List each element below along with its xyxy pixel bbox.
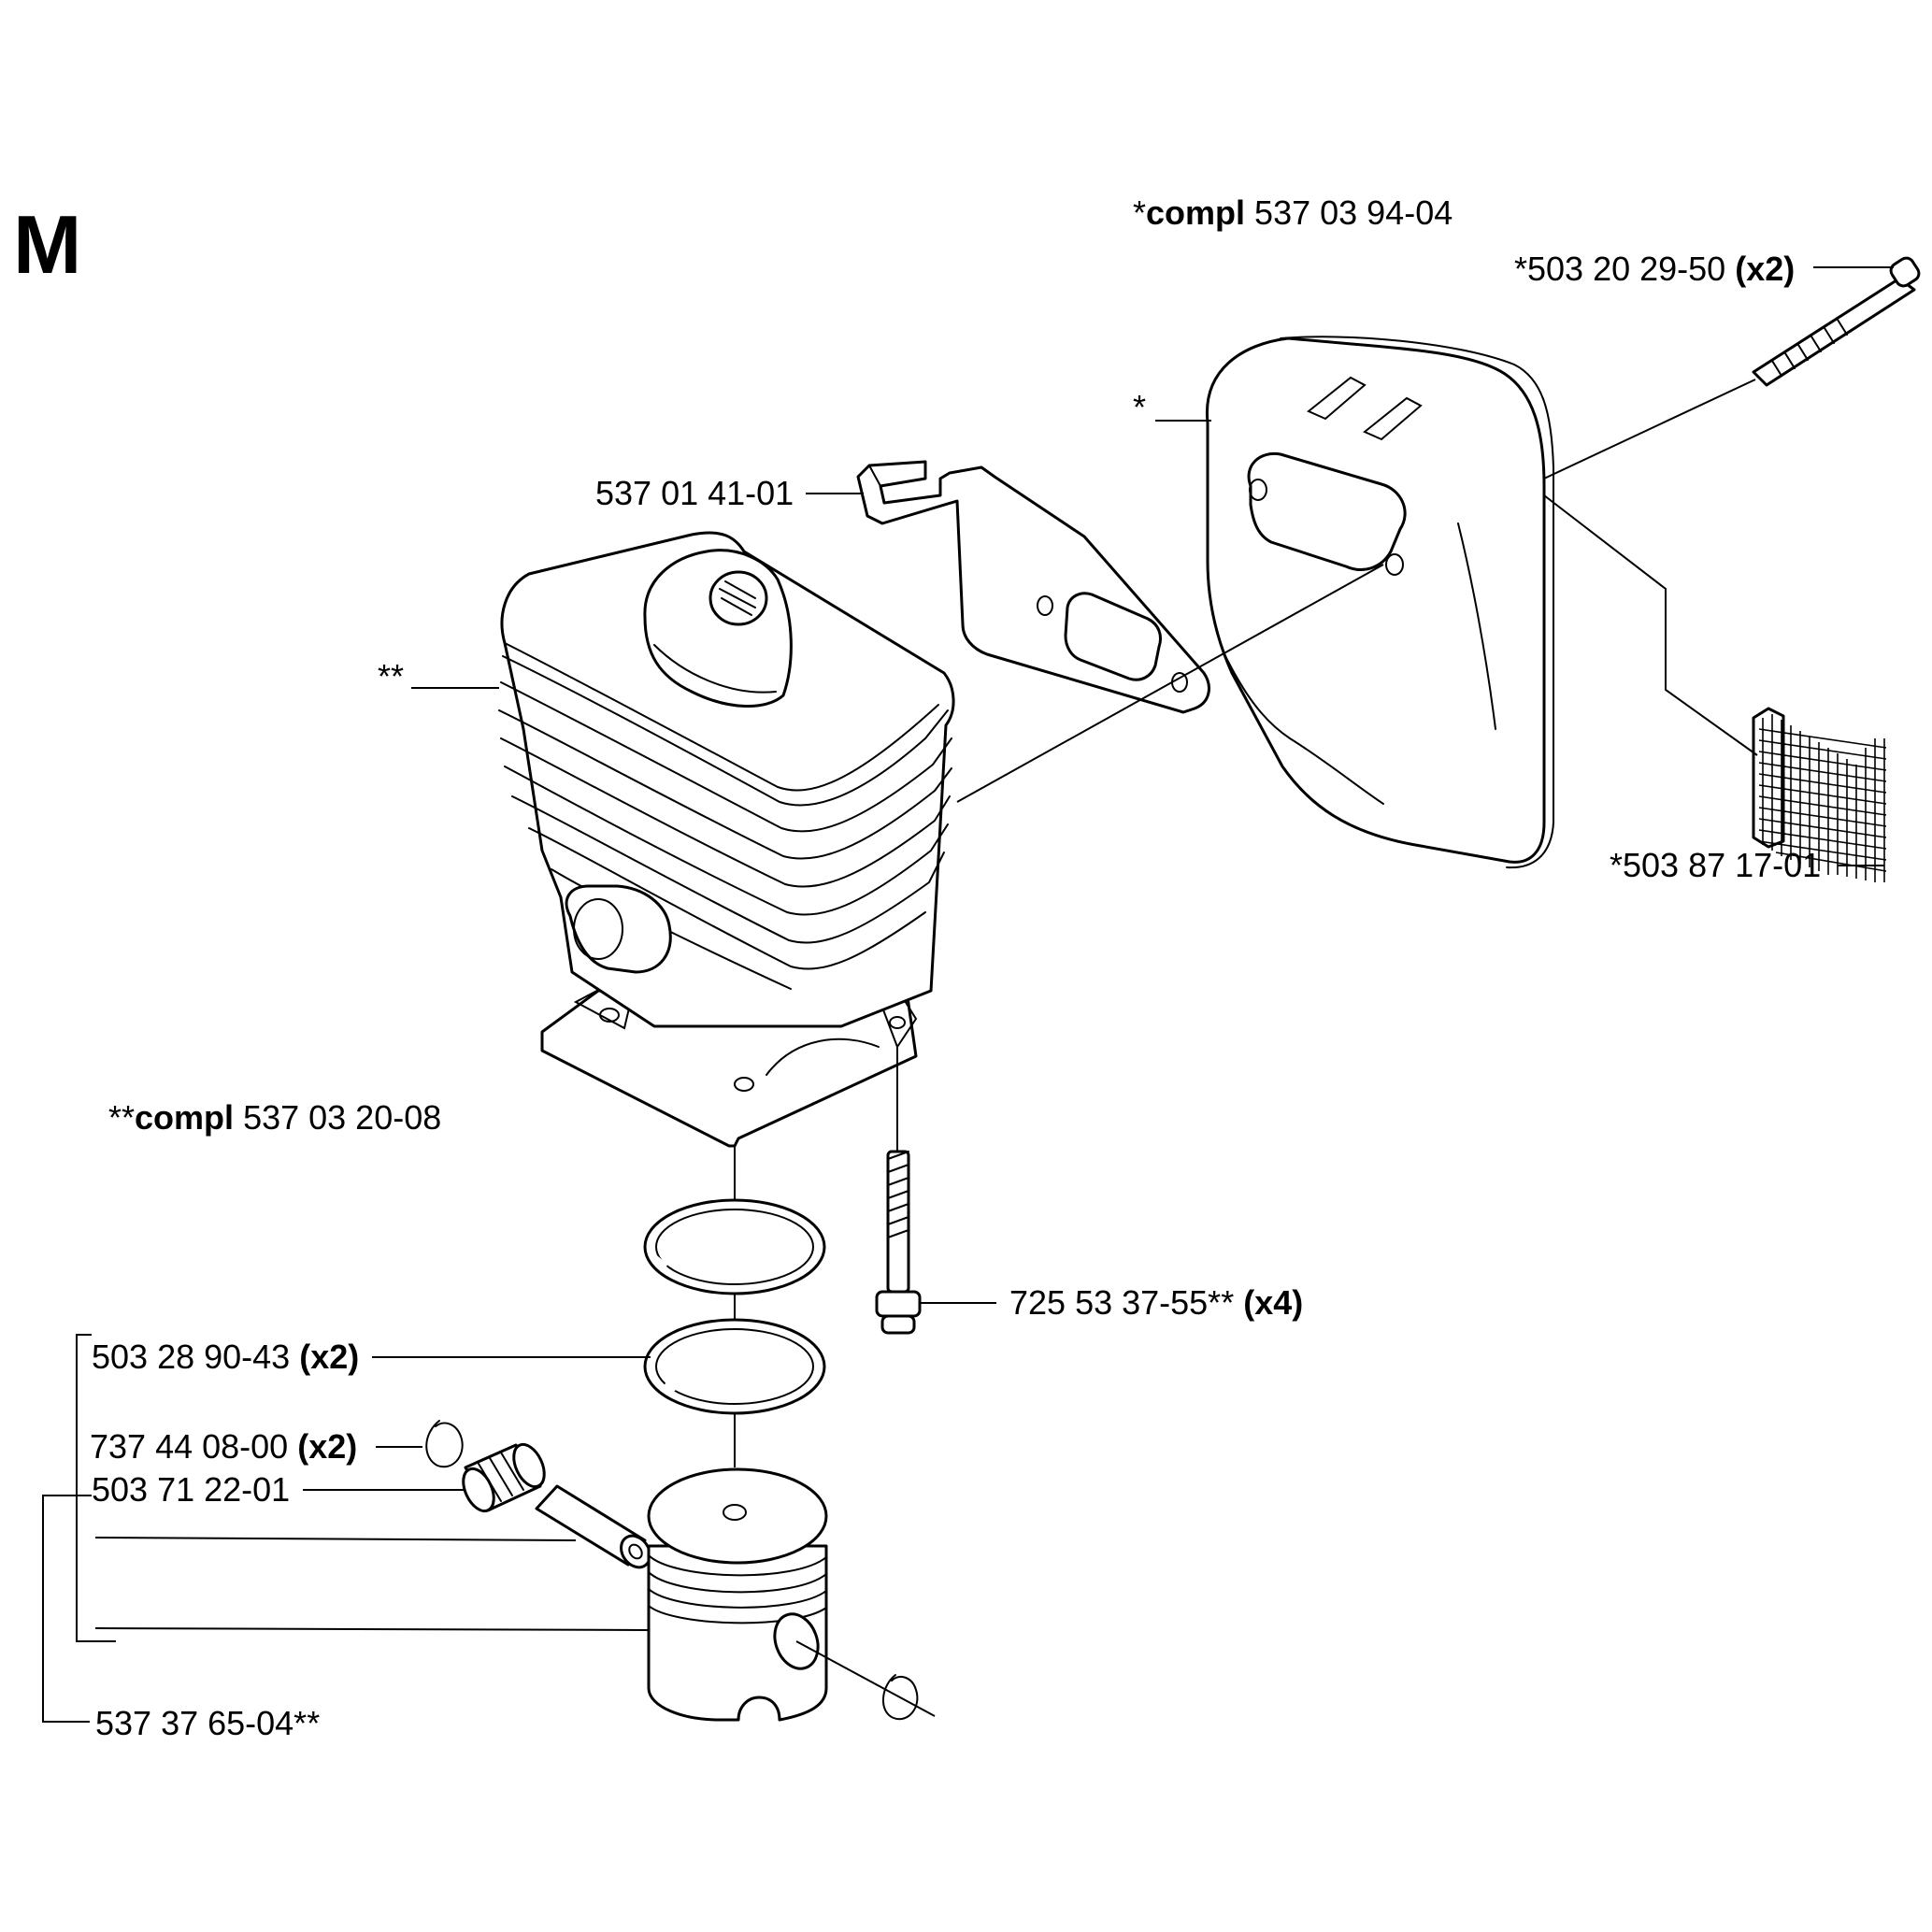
needle-bearing <box>462 1442 546 1513</box>
section-letter: M <box>13 198 81 291</box>
piston-ring-label: 503 28 90-43 (x2) <box>92 1338 359 1376</box>
cylinder-screw <box>875 1150 922 1335</box>
cylinder-screw-label: 725 53 37-55** (x4) <box>1009 1283 1303 1322</box>
piston-leader <box>94 1627 650 1631</box>
muffler-kit-label: *compl 537 03 94-04 <box>1133 193 1453 232</box>
muffler-bolt <box>1752 256 1921 387</box>
circlip-label: 737 44 08-00 (x2) <box>90 1427 357 1466</box>
piston-kit-label: 537 37 65-04** <box>95 1704 320 1742</box>
piston-kit-bracket-outer <box>42 1495 92 1723</box>
spark-arrestor-screen <box>1752 707 1887 882</box>
piston-kit-bracket-inner <box>76 1334 116 1642</box>
wrist-pin-axis-line <box>795 1640 936 1717</box>
exhaust-axis-line <box>956 564 1384 803</box>
piston-pin <box>535 1484 651 1569</box>
bolt-axis-line <box>1543 379 1756 479</box>
cylinder <box>498 531 955 1148</box>
cylinder-kit-label: **compl 537 03 20-08 <box>108 1098 441 1137</box>
needle-bearing-label: 503 71 22-01 <box>92 1470 290 1509</box>
muffler <box>1205 336 1554 869</box>
piston <box>647 1467 828 1722</box>
circlip-lower <box>881 1674 919 1721</box>
screen-axis-line <box>1543 494 1758 756</box>
cylinder-label: ** <box>378 657 404 695</box>
muffler-bolt-label: *503 20 29-50 (x2) <box>1514 250 1795 288</box>
circlip-upper <box>425 1420 464 1468</box>
muffler-label: * <box>1133 388 1146 426</box>
piston-ring-upper <box>643 1198 826 1295</box>
piston-pin-leader <box>94 1537 577 1541</box>
spark-screen-label: *503 87 17-01 <box>1610 846 1821 884</box>
piston-ring-lower <box>643 1318 826 1415</box>
muffler-bracket <box>856 460 1210 714</box>
bracket-label: 537 01 41-01 <box>595 474 794 512</box>
